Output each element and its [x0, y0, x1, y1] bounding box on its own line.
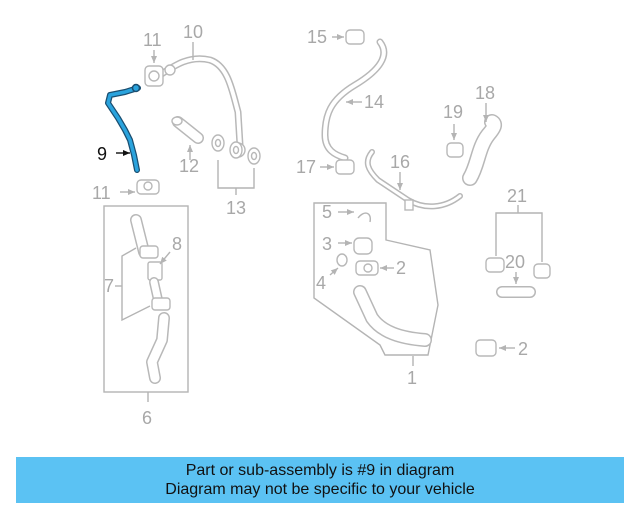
- callout-1: 1: [407, 368, 417, 388]
- part-18-hose: [462, 114, 503, 186]
- part-16-pipe: [364, 149, 463, 211]
- callout-2-right: 2: [518, 339, 528, 359]
- part-13-o-rings: [211, 134, 261, 165]
- part-2-clamp-right: [475, 339, 497, 357]
- part-15-clamp: [345, 29, 365, 45]
- group-1-outline: [313, 202, 439, 356]
- callout-20: 20: [505, 252, 525, 272]
- callout-17: 17: [296, 157, 316, 177]
- callout-8: 8: [172, 234, 182, 254]
- callout-19: 19: [443, 102, 463, 122]
- callout-2-group: 2: [396, 258, 406, 278]
- callout-16: 16: [390, 152, 410, 172]
- callout-21: 21: [507, 186, 527, 206]
- callout-9: 9: [97, 144, 107, 164]
- part-21-clamp-b: [533, 263, 551, 279]
- callout-10: 10: [183, 22, 203, 42]
- callout-7: 7: [104, 276, 114, 296]
- callout-11-lower: 11: [92, 183, 111, 203]
- part-11-clamp-top: [144, 65, 164, 87]
- part-12: [171, 116, 204, 144]
- part-14-hose: [321, 38, 388, 162]
- banner-line-2: Diagram may not be specific to your vehi…: [165, 481, 475, 498]
- callout-15: 15: [307, 27, 327, 47]
- callout-5: 5: [322, 202, 332, 222]
- callout-14: 14: [364, 92, 384, 112]
- group-1-parts: [336, 212, 432, 347]
- part-17-clamp: [335, 159, 355, 175]
- part-11-clamp-lower: [136, 179, 160, 195]
- callout-3: 3: [322, 234, 332, 254]
- group-6-parts: [130, 214, 171, 384]
- part-21-clamp-a: [485, 257, 505, 273]
- callout-12: 12: [179, 156, 199, 176]
- callout-13: 13: [226, 198, 246, 218]
- callout-4: 4: [316, 273, 326, 293]
- callout-6: 6: [142, 408, 152, 428]
- group-6-box: [103, 205, 189, 393]
- part-10-pipe: [156, 55, 246, 158]
- part-9-hose: [105, 83, 141, 173]
- callout-11-top: 11: [143, 30, 162, 50]
- part-19-clamp: [446, 142, 464, 158]
- info-banner: Part or sub-assembly is #9 in diagram Di…: [16, 457, 624, 503]
- banner-line-1: Part or sub-assembly is #9 in diagram: [185, 462, 455, 479]
- callout-18: 18: [475, 83, 495, 103]
